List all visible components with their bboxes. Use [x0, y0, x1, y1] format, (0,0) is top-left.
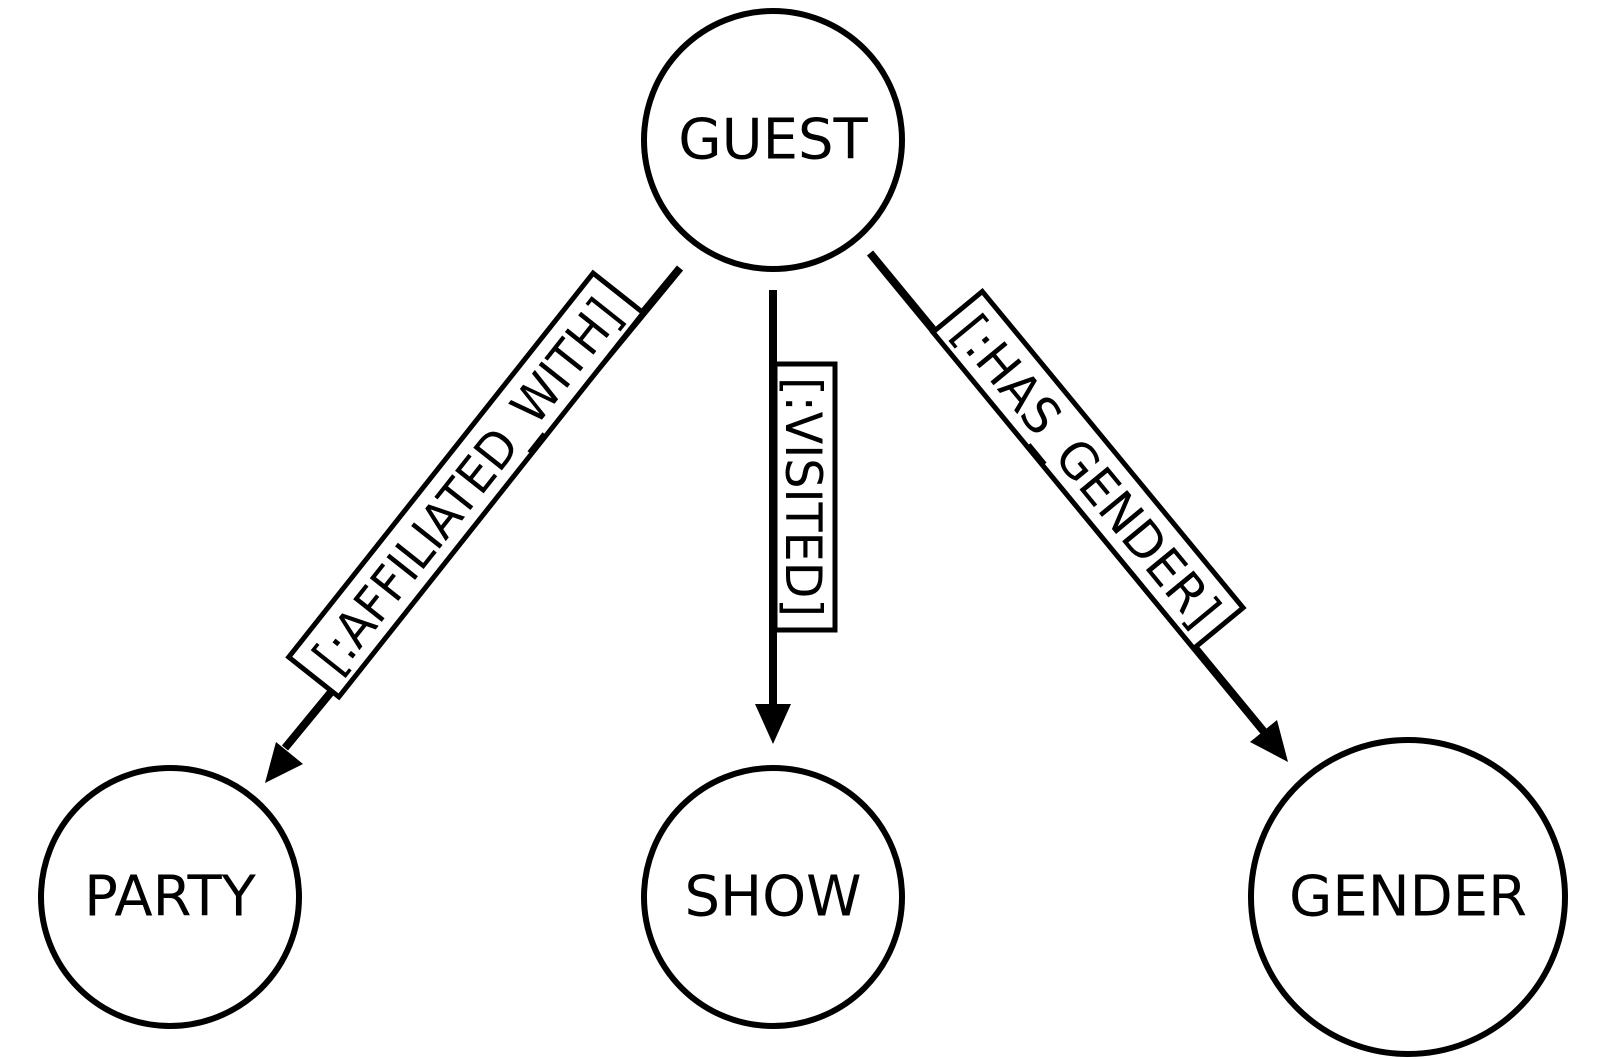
- edge-visited-label: [:VISITED]: [774, 377, 832, 617]
- edge-visited: [:VISITED]: [755, 290, 838, 744]
- node-show: SHOW: [641, 765, 905, 1029]
- edge-visited-arrowhead: [755, 704, 791, 744]
- node-party: PARTY: [38, 765, 302, 1029]
- node-gender-circle: [1248, 737, 1568, 1057]
- edge-has-gender: [:HAS_GENDER]: [866, 250, 1288, 762]
- node-guest-label: GUEST: [678, 108, 868, 173]
- edge-has-gender-label: [:HAS_GENDER]: [942, 304, 1232, 638]
- node-guest-circle: [641, 8, 905, 272]
- edge-affiliated-with: [:AFFILIATED_WITH]: [265, 265, 684, 783]
- edge-visited-label-box: [772, 361, 838, 633]
- node-show-label: SHOW: [684, 865, 861, 930]
- edge-affiliated-with-label: [:AFFILIATED_WITH]: [302, 288, 633, 685]
- edge-has-gender-label-box: [929, 287, 1247, 653]
- node-guest: GUEST: [641, 8, 905, 272]
- node-party-label: PARTY: [84, 865, 257, 930]
- edge-affiliated-with-arrowhead: [265, 742, 303, 783]
- edge-affiliated-with-label-box: [285, 269, 647, 701]
- node-gender-label: GENDER: [1289, 865, 1527, 930]
- edge-has-gender-arrowhead: [1250, 720, 1288, 762]
- node-party-circle: [38, 765, 302, 1029]
- node-show-circle: [641, 765, 905, 1029]
- node-gender: GENDER: [1248, 737, 1568, 1057]
